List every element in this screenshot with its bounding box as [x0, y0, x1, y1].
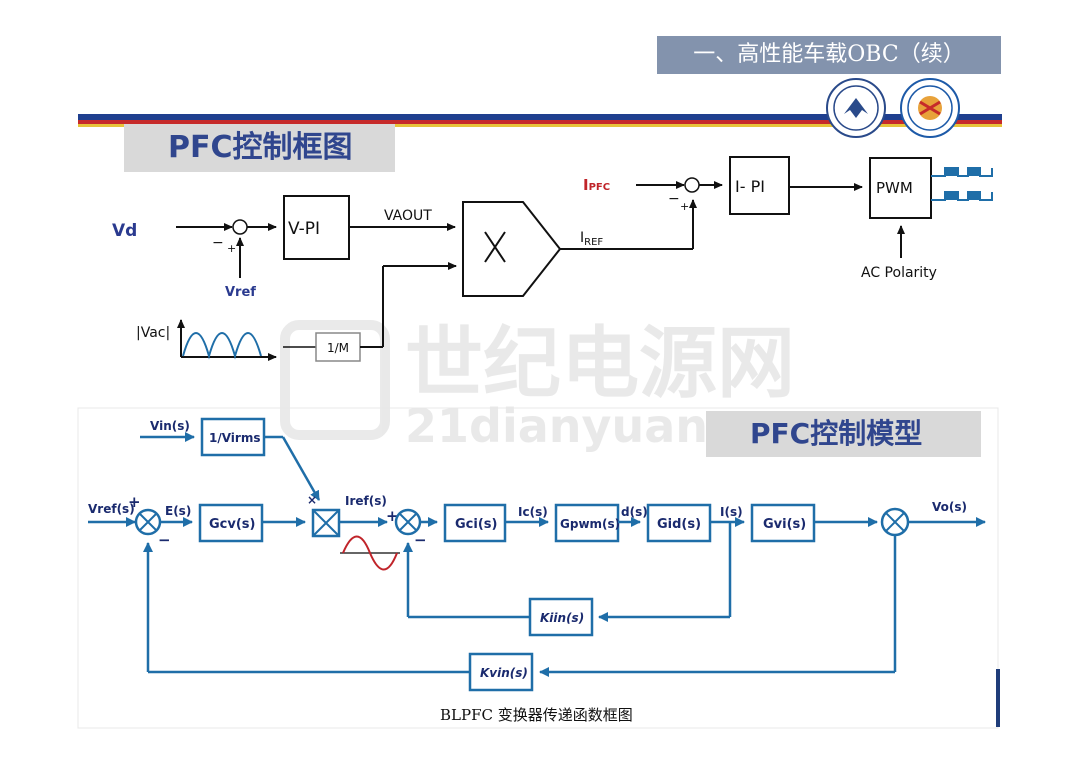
is-label: I(s) — [720, 505, 743, 519]
sum1-minus: − — [158, 531, 171, 549]
vd-plus-sign: + — [227, 242, 236, 255]
vaout-label: VAOUT — [384, 208, 432, 224]
mult-times-sign: × — [307, 493, 317, 507]
vac-label: |Vac| — [136, 325, 170, 341]
v-pi-label: V-PI — [288, 219, 320, 239]
sum2-junction — [394, 508, 422, 536]
band-red — [78, 120, 1002, 124]
watermark-cn: 世纪电源网 — [405, 319, 795, 409]
inv-m-label: 1/M — [327, 341, 349, 355]
gid-block — [646, 503, 712, 543]
ds-label: d(s) — [621, 505, 648, 519]
vd-label: Vd — [112, 221, 137, 241]
sine-wave-icon — [342, 535, 398, 571]
kiin-label: Kiin(s) — [540, 611, 584, 625]
inv-m-block — [315, 332, 361, 362]
right-accent-bar — [996, 669, 1000, 727]
pfc-model-label: PFC控制模型 — [706, 411, 981, 457]
pfc-diagram-label: PFC控制框图 — [124, 124, 395, 172]
gci-label: Gci(s) — [455, 517, 497, 532]
pwm-pulse-icon — [931, 167, 993, 201]
sum2-minus: − — [414, 531, 427, 549]
pwm-block — [869, 157, 932, 219]
vd-summing-junction — [232, 219, 248, 235]
vin-label: Vin(s) — [150, 419, 190, 433]
multiply-icon — [484, 231, 506, 263]
society-logo-icon — [900, 78, 960, 138]
gci-block — [443, 503, 507, 543]
university-logo-icon — [826, 78, 886, 138]
ipfc-label: IPFC — [583, 176, 610, 194]
pwm-label: PWM — [876, 179, 913, 197]
ic-label: Ic(s) — [518, 505, 548, 519]
pfc-control-model-diagram: Vin(s) 1/Virms × Vref(s) + − E(s) Gcv(s)… — [88, 417, 986, 692]
ipfc-minus-sign: − — [668, 191, 680, 207]
multiplier-block — [462, 201, 562, 297]
model-diagram-frame — [77, 407, 999, 729]
vref-s-label: Vref(s) — [88, 502, 135, 516]
gvi-label: Gvi(s) — [763, 517, 806, 532]
es-label: E(s) — [165, 504, 191, 518]
sum1-plus: + — [128, 493, 141, 511]
kvin-label: Kvin(s) — [480, 666, 528, 680]
figure-caption: BLPFC 变换器传递函数框图 — [440, 706, 633, 724]
ac-polarity-label: AC Polarity — [861, 265, 937, 281]
ipfc-plus-sign: + — [680, 200, 689, 213]
rectified-wave-icon — [182, 332, 262, 360]
iref-s-label: Iref(s) — [345, 494, 387, 508]
multiplier-square — [311, 508, 341, 538]
vd-minus-sign: − — [212, 235, 224, 251]
iref-label: IREF — [580, 230, 603, 248]
vo-label: Vo(s) — [932, 500, 967, 514]
sum1-junction — [134, 508, 162, 536]
gid-label: Gid(s) — [657, 517, 701, 532]
header-title: 一、高性能车载OBC（续） — [657, 36, 1001, 74]
vref-label: Vref — [225, 285, 256, 300]
band-blue — [78, 114, 1002, 120]
ipfc-summing-junction — [684, 177, 700, 193]
gcv-label: Gcv(s) — [209, 517, 255, 532]
kiin-block — [528, 597, 594, 637]
inv-vrms-label: 1/Virms — [209, 431, 261, 445]
band-yellow — [78, 124, 1002, 127]
i-pi-block — [729, 156, 790, 215]
i-pi-label: I- PI — [735, 177, 765, 196]
sum3-junction — [880, 507, 910, 537]
gpwm-label: Gpwm(s) — [560, 517, 620, 531]
